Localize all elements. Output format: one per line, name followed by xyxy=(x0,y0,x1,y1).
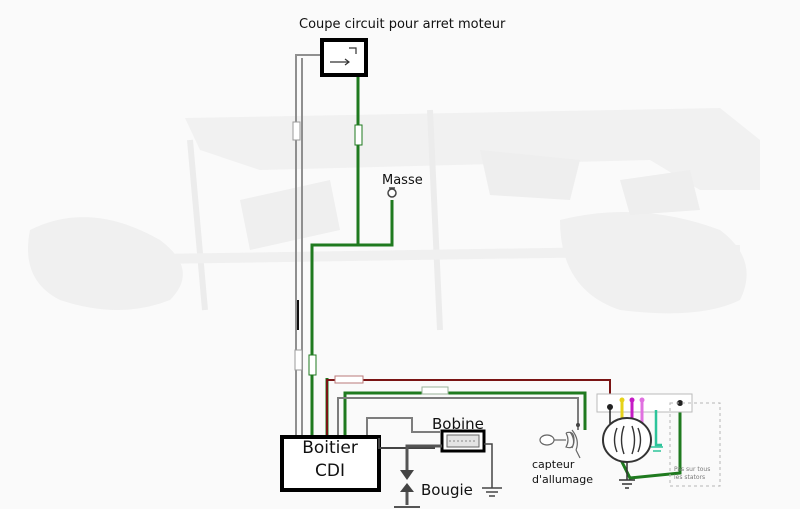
ignition-coil xyxy=(378,429,493,488)
stator xyxy=(596,393,721,489)
spark-plug-icon xyxy=(394,444,442,508)
kill-switch-label: Coupe circuit pour arret moteur xyxy=(299,17,506,32)
stator-note-line2: les stators xyxy=(674,474,705,481)
cdi-label-line2: CDI xyxy=(315,461,345,481)
ground-terminal-icon xyxy=(387,187,397,198)
ignition-wire xyxy=(326,375,611,435)
coil-label: Bobine xyxy=(432,415,484,433)
pickup-label-line1: capteur xyxy=(532,458,575,471)
pickup-signal-wire xyxy=(337,386,579,438)
cdi-label-line1: Boitier xyxy=(302,438,358,458)
coil-ground-icon xyxy=(482,487,502,497)
cdi-box xyxy=(280,435,381,492)
kill-switch-wire xyxy=(292,54,322,435)
spark-plug-label: Bougie xyxy=(421,481,473,499)
ground-label: Masse xyxy=(382,173,423,188)
stator-note-line1: Pas sur tous xyxy=(674,466,710,473)
kill-switch xyxy=(320,38,368,77)
pickup-label-line2: d'allumage xyxy=(532,473,593,486)
ignition-pickup-icon xyxy=(539,423,581,459)
